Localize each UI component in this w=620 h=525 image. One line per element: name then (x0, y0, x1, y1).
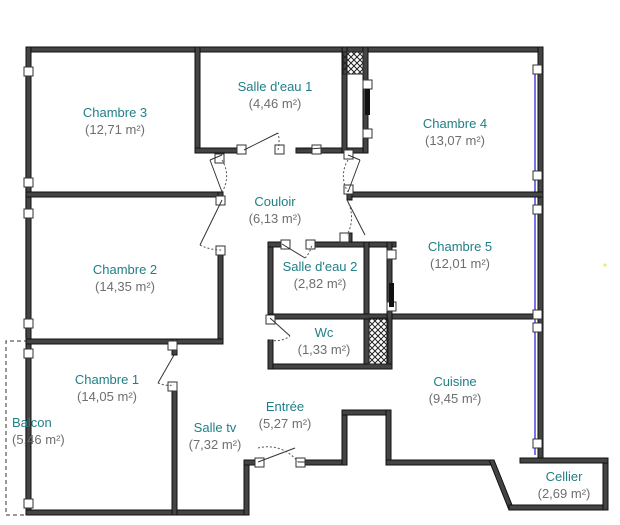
room-cuisine: Cuisine (9,45 m²) (405, 373, 505, 407)
room-chambre1: Chambre 1 (14,05 m²) (52, 371, 162, 405)
room-area: (2,69 m²) (537, 486, 591, 501)
room-area: (12,71 m²) (85, 122, 145, 137)
room-chambre5: Chambre 5 (12,01 m²) (405, 238, 515, 272)
room-area: (6,13 m²) (248, 211, 302, 226)
doors (157, 132, 366, 463)
room-balcon: Balcon (5,46 m²) (8, 414, 74, 448)
room-cellier: Cellier (2,69 m²) (528, 468, 600, 502)
room-area: (4,46 m²) (248, 96, 302, 111)
room-area: (2,82 m²) (293, 276, 347, 291)
window-tabs (23, 64, 543, 509)
room-chambre4: Chambre 4 (13,07 m²) (400, 115, 510, 149)
room-area: (7,32 m²) (188, 437, 242, 452)
room-name: Cuisine (433, 374, 477, 389)
room-entree: Entrée (5,27 m²) (245, 398, 325, 432)
room-name: Chambre 4 (422, 116, 488, 131)
room-name: Chambre 2 (92, 262, 158, 277)
bath-windows (365, 89, 394, 307)
room-couloir: Couloir (6,13 m²) (225, 193, 325, 227)
shafts (342, 51, 389, 365)
room-name: Balcon (12, 415, 52, 430)
room-salle-eau-1: Salle d'eau 1 (4,46 m²) (215, 78, 335, 112)
room-chambre2: Chambre 2 (14,35 m²) (70, 261, 180, 295)
room-name: Salle d'eau 1 (237, 79, 313, 94)
room-area: (1,33 m²) (297, 342, 351, 357)
room-area: (14,35 m²) (95, 279, 155, 294)
room-name: Chambre 1 (74, 372, 140, 387)
room-area: (13,07 m²) (425, 133, 485, 148)
room-area: (14,05 m²) (77, 389, 137, 404)
room-name: Wc (314, 325, 334, 340)
room-name: Chambre 3 (82, 105, 148, 120)
room-salle-eau-2: Salle d'eau 2 (2,82 m²) (272, 258, 368, 292)
room-chambre3: Chambre 3 (12,71 m²) (60, 104, 170, 138)
walls (25, 46, 609, 516)
room-area: (5,27 m²) (258, 416, 312, 431)
room-name: Chambre 5 (427, 239, 493, 254)
room-area: (5,46 m²) (12, 432, 65, 447)
balcony-outline (5, 340, 28, 516)
room-name: Salle d'eau 2 (282, 259, 358, 274)
room-name: Cellier (545, 469, 583, 484)
room-wc: Wc (1,33 m²) (284, 324, 364, 358)
room-name: Entrée (265, 399, 305, 414)
edge-mark (603, 263, 607, 267)
room-area: (9,45 m²) (428, 391, 482, 406)
room-area: (12,01 m²) (430, 256, 490, 271)
room-name: Salle tv (193, 420, 237, 435)
room-salle-tv: Salle tv (7,32 m²) (170, 419, 260, 453)
room-name: Couloir (254, 194, 296, 209)
